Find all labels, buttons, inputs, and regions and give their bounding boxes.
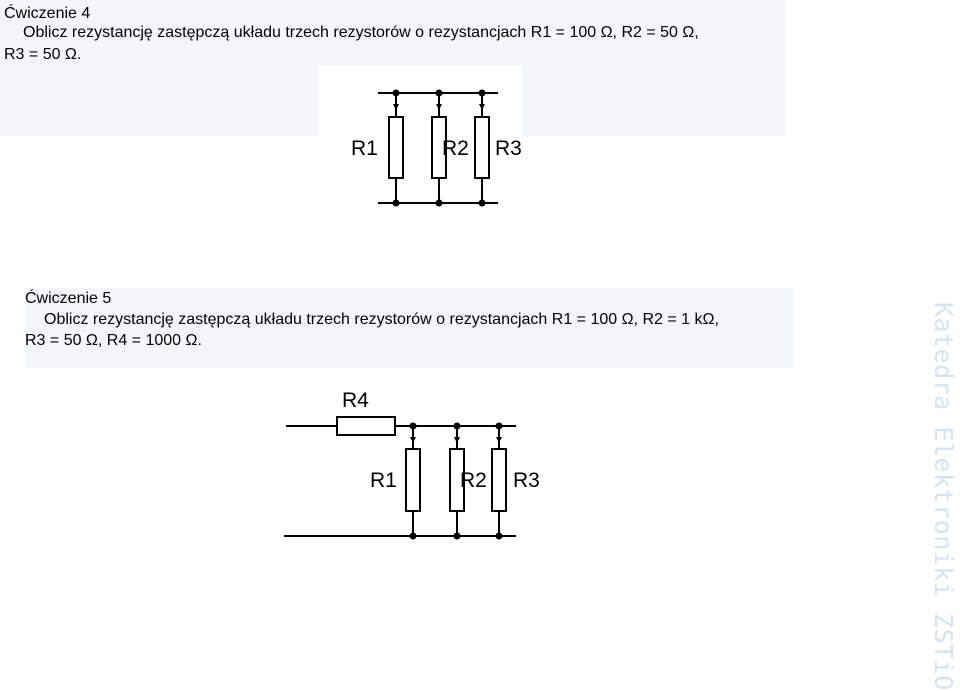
exercise-5-text-line-1: Oblicz rezystancję zastępczą układu trze… <box>44 311 719 328</box>
circuit-2-label-r1: R1 <box>370 469 397 492</box>
circuit-2 <box>284 416 516 540</box>
circuit-1-node <box>435 89 443 97</box>
exercise-5-title: Ćwiczenie 5 <box>25 290 112 307</box>
watermark-text: Katedra Elektroniki ZSTiO <box>929 302 958 691</box>
circuit-2-label-r3: R3 <box>513 469 540 492</box>
circuit-1-resistor-r1 <box>388 116 404 179</box>
exercise-5-text-line-2: R3 = 50 Ω, R4 = 1000 Ω. <box>25 332 202 349</box>
circuit-1-arrow <box>479 104 485 110</box>
circuit-1-node <box>435 199 443 207</box>
circuit-1-label-r3: R3 <box>495 137 522 160</box>
circuit-2-node <box>409 422 417 430</box>
circuit-2-resistor-r4 <box>336 416 396 436</box>
circuit-2-resistor-r3 <box>491 448 507 512</box>
circuit-2-branch-r1 <box>405 426 421 536</box>
circuit-2-label-r2: R2 <box>460 469 487 492</box>
circuit-2-branch-r3 <box>491 426 507 536</box>
exercise-4-text-line-1: Oblicz rezystancję zastępczą układu trze… <box>23 24 699 41</box>
circuit-2-label-r4: R4 <box>342 389 369 412</box>
circuit-2-node <box>409 532 417 540</box>
circuit-1-arrow <box>436 104 442 110</box>
circuit-1-resistor-r3 <box>474 116 490 179</box>
circuit-2-node <box>495 422 503 430</box>
circuit-1-node <box>392 199 400 207</box>
circuit-2-node <box>453 422 461 430</box>
circuit-1-label-r1: R1 <box>351 137 378 160</box>
circuit-1-node <box>392 89 400 97</box>
exercise-4-title: Ćwiczenie 4 <box>4 5 91 22</box>
circuit-2-arrow <box>454 437 460 443</box>
circuit-2-node <box>495 532 503 540</box>
circuit-1-label-r2: R2 <box>442 137 469 160</box>
circuit-1-arrow <box>393 104 399 110</box>
circuit-1-node <box>478 199 486 207</box>
circuit-2-resistor-r1 <box>405 448 421 512</box>
exercise-4-text-line-2: R3 = 50 Ω. <box>4 46 82 63</box>
circuit-2-arrow <box>410 437 416 443</box>
circuit-2-node <box>453 532 461 540</box>
circuit-1-node <box>478 89 486 97</box>
circuit-2-arrow <box>496 437 502 443</box>
circuit-1 <box>378 89 498 207</box>
exercise-5-panel: Ćwiczenie 5 Oblicz rezystancję zastępczą… <box>25 288 793 368</box>
